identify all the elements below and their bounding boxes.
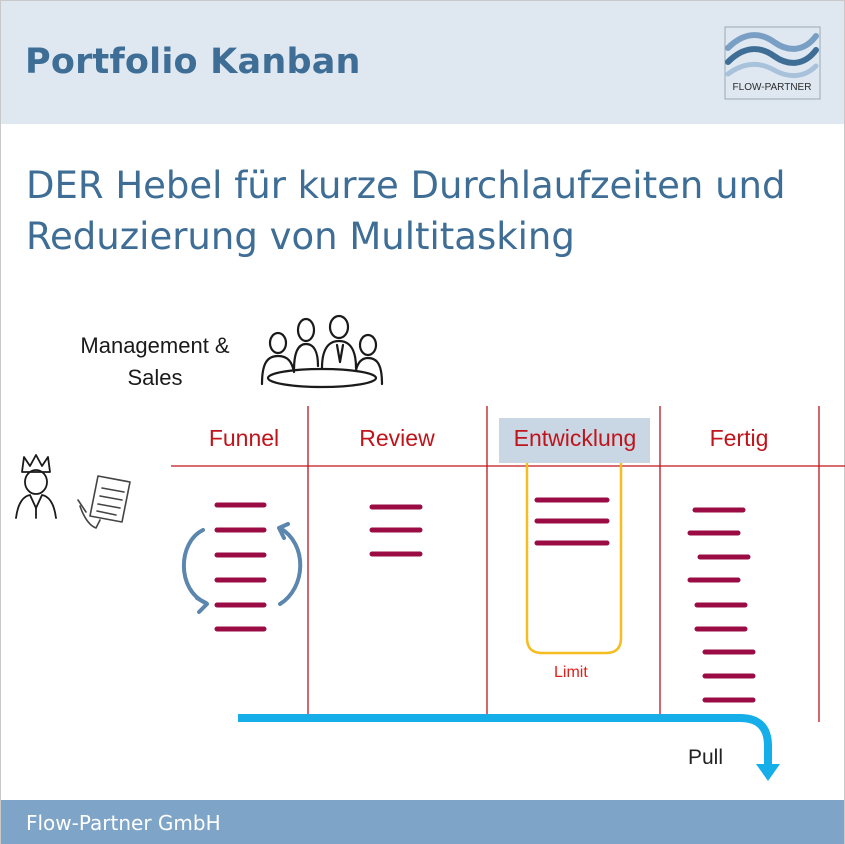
column-header-funnel: Funnel (208, 425, 280, 451)
pull-label: Pull (688, 746, 724, 769)
subtitle-line-2: Reduzierung von Multitasking (26, 215, 575, 258)
document-hand-icon (77, 475, 131, 529)
funnel-items (214, 502, 267, 632)
pull-arrow (238, 714, 780, 781)
crowned-person-icon (15, 454, 57, 519)
logo-text: FLOW-PARTNER (732, 82, 812, 93)
logo-waves-icon (724, 26, 821, 100)
entwicklung-highlight (499, 418, 650, 463)
management-label-line-1: Management & (80, 333, 230, 358)
column-header-fertig: Fertig (709, 425, 769, 451)
management-label-line-2: Sales (127, 365, 183, 390)
subtitle: DER Hebel für kurze Durchlaufzeiten und … (26, 160, 826, 262)
management-label: Management & Sales (40, 330, 270, 394)
review-items (369, 504, 423, 557)
footer-bar (1, 800, 844, 844)
header-bar (1, 1, 844, 124)
limit-label: Limit (554, 664, 588, 681)
page-title: Portfolio Kanban (25, 42, 361, 82)
flow-partner-logo: FLOW-PARTNER (724, 26, 821, 100)
wip-limit-box (525, 463, 623, 655)
column-header-review: Review (359, 425, 435, 451)
column-dividers (171, 406, 845, 722)
subtitle-line-1: DER Hebel für kurze Durchlaufzeiten und (26, 164, 786, 207)
entwicklung-items (534, 497, 610, 546)
fertig-items (687, 507, 756, 703)
column-header-entwicklung: Entwicklung (513, 425, 637, 451)
footer-company: Flow-Partner GmbH (26, 811, 221, 835)
meeting-group-icon (260, 314, 384, 389)
cycle-arrows-icon (182, 522, 303, 614)
